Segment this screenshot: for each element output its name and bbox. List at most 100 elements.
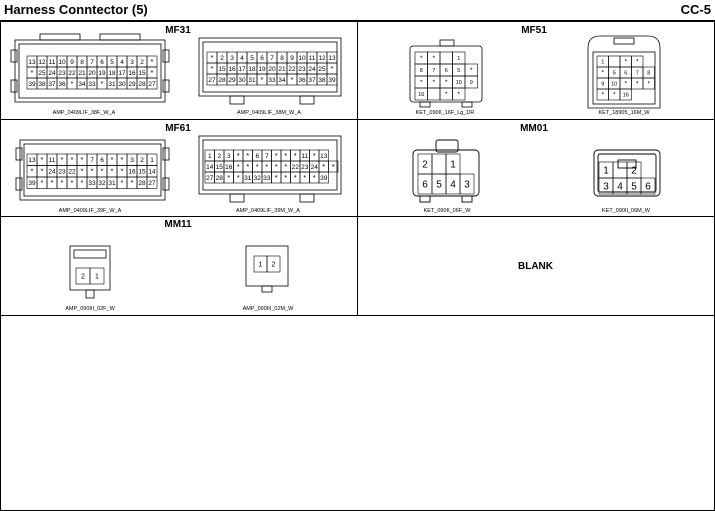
pin-label: *	[71, 155, 74, 164]
pin-label: 31	[244, 175, 252, 182]
pin-label: 32	[254, 175, 262, 182]
pin-label: *	[237, 162, 240, 171]
pin-cell	[326, 73, 338, 86]
pin-label: 4	[617, 182, 623, 193]
pin-label: *	[111, 167, 114, 176]
pin-label: 16	[228, 66, 236, 73]
pin-label: 2	[272, 261, 276, 268]
pin-label: 23	[301, 164, 309, 171]
pin-label: 25	[38, 70, 46, 77]
pin-label: 28	[216, 175, 224, 182]
pin-label: *	[81, 178, 84, 187]
pin-label: 28	[138, 180, 146, 187]
pin-label: *	[246, 162, 249, 171]
pin-label: 13	[28, 59, 36, 66]
pin-label: 38	[38, 81, 46, 88]
pin-label: *	[322, 162, 325, 171]
pin-label: 4	[120, 59, 124, 66]
pin-cell	[266, 255, 281, 273]
pin-label: *	[246, 151, 249, 160]
pin-label: *	[313, 173, 316, 182]
pin-label: 17	[238, 66, 246, 73]
pin-label: *	[41, 178, 44, 187]
pin-label: *	[284, 151, 287, 160]
pin-label: 9	[470, 80, 473, 86]
pin-label: *	[624, 58, 627, 65]
pin-label: 2	[140, 157, 144, 164]
pin-label: 11	[309, 55, 316, 62]
pin-label: *	[332, 162, 335, 171]
pin-label: 10	[298, 55, 306, 62]
page-header: Harness Conntector (5) CC-5	[0, 0, 715, 22]
pin-label: 3	[603, 182, 609, 193]
pin-label: 20	[88, 70, 96, 77]
pin-label: *	[636, 58, 639, 65]
pin-label: 31	[108, 180, 116, 187]
pin-cell	[318, 171, 329, 184]
pin-label: 15	[218, 66, 226, 73]
pin-label: 37	[48, 81, 56, 88]
pin-label: 2	[220, 55, 224, 62]
pin-label: 7	[265, 153, 269, 160]
connector-mm11-female	[69, 245, 111, 299]
pin-label: 5	[457, 68, 460, 74]
pin-label: 34	[78, 81, 86, 88]
connector-mf61-male	[198, 135, 342, 203]
pin-label: *	[432, 55, 435, 62]
pin-cell	[427, 87, 441, 101]
pin-label: 14	[148, 169, 156, 176]
pin-label: 3	[464, 180, 470, 191]
pin-label: 16	[623, 92, 629, 98]
pin-label: *	[294, 173, 297, 182]
pin-label: *	[81, 167, 84, 176]
pin-label: 23	[58, 169, 66, 176]
caption-mm01-male: KET_090II_06M_W	[602, 208, 650, 214]
pin-label: *	[101, 79, 104, 88]
pin-label: *	[275, 173, 278, 182]
blank-label: BLANK	[518, 261, 553, 272]
pin-label: 27	[148, 180, 156, 187]
pin-label: *	[121, 178, 124, 187]
pin-label: *	[131, 178, 134, 187]
pin-label: *	[111, 155, 114, 164]
pin-label: *	[420, 55, 423, 62]
pin-label: *	[470, 67, 473, 74]
pin-cell	[328, 160, 339, 173]
pin-label: 21	[278, 66, 286, 73]
pin-label: *	[256, 162, 259, 171]
pin-label: *	[41, 155, 44, 164]
pin-label: *	[71, 79, 74, 88]
pin-label: 16	[225, 164, 233, 171]
pin-label: 29	[228, 77, 236, 84]
pin-label: 34	[278, 77, 286, 84]
pin-label: *	[445, 91, 448, 98]
pin-label: *	[613, 91, 616, 98]
pin-label: *	[432, 79, 435, 86]
pin-label: 3	[227, 153, 231, 160]
pin-label: 13	[320, 153, 328, 160]
caption-mm01-female: KET_090II_06F_W	[423, 208, 471, 214]
pin-label: 23	[298, 66, 306, 73]
pin-label: 20	[268, 66, 276, 73]
pin-label: 31	[248, 77, 256, 84]
pin-label: 3	[130, 157, 134, 164]
divider	[0, 315, 715, 316]
pin-label: 36	[58, 81, 66, 88]
pin-label: *	[211, 64, 214, 73]
pin-label: 9	[290, 55, 294, 62]
pin-label: 33	[263, 175, 271, 182]
pin-label: 2	[140, 59, 144, 66]
pin-label: 11	[49, 157, 56, 164]
pin-label: 21	[78, 70, 86, 77]
pin-label: 16	[418, 92, 424, 98]
pin-label: 15	[216, 164, 224, 171]
pin-label: 2	[631, 166, 637, 177]
pin-label: 6	[260, 55, 264, 62]
pin-label: *	[31, 68, 34, 77]
pin-label: 2	[422, 160, 428, 171]
pin-label: 36	[298, 77, 306, 84]
pin-label: 1	[450, 160, 456, 171]
pin-label: *	[294, 151, 297, 160]
page-code: CC-5	[680, 2, 711, 17]
caption-mm11-female: AMP_090III_02F_W	[65, 306, 115, 312]
